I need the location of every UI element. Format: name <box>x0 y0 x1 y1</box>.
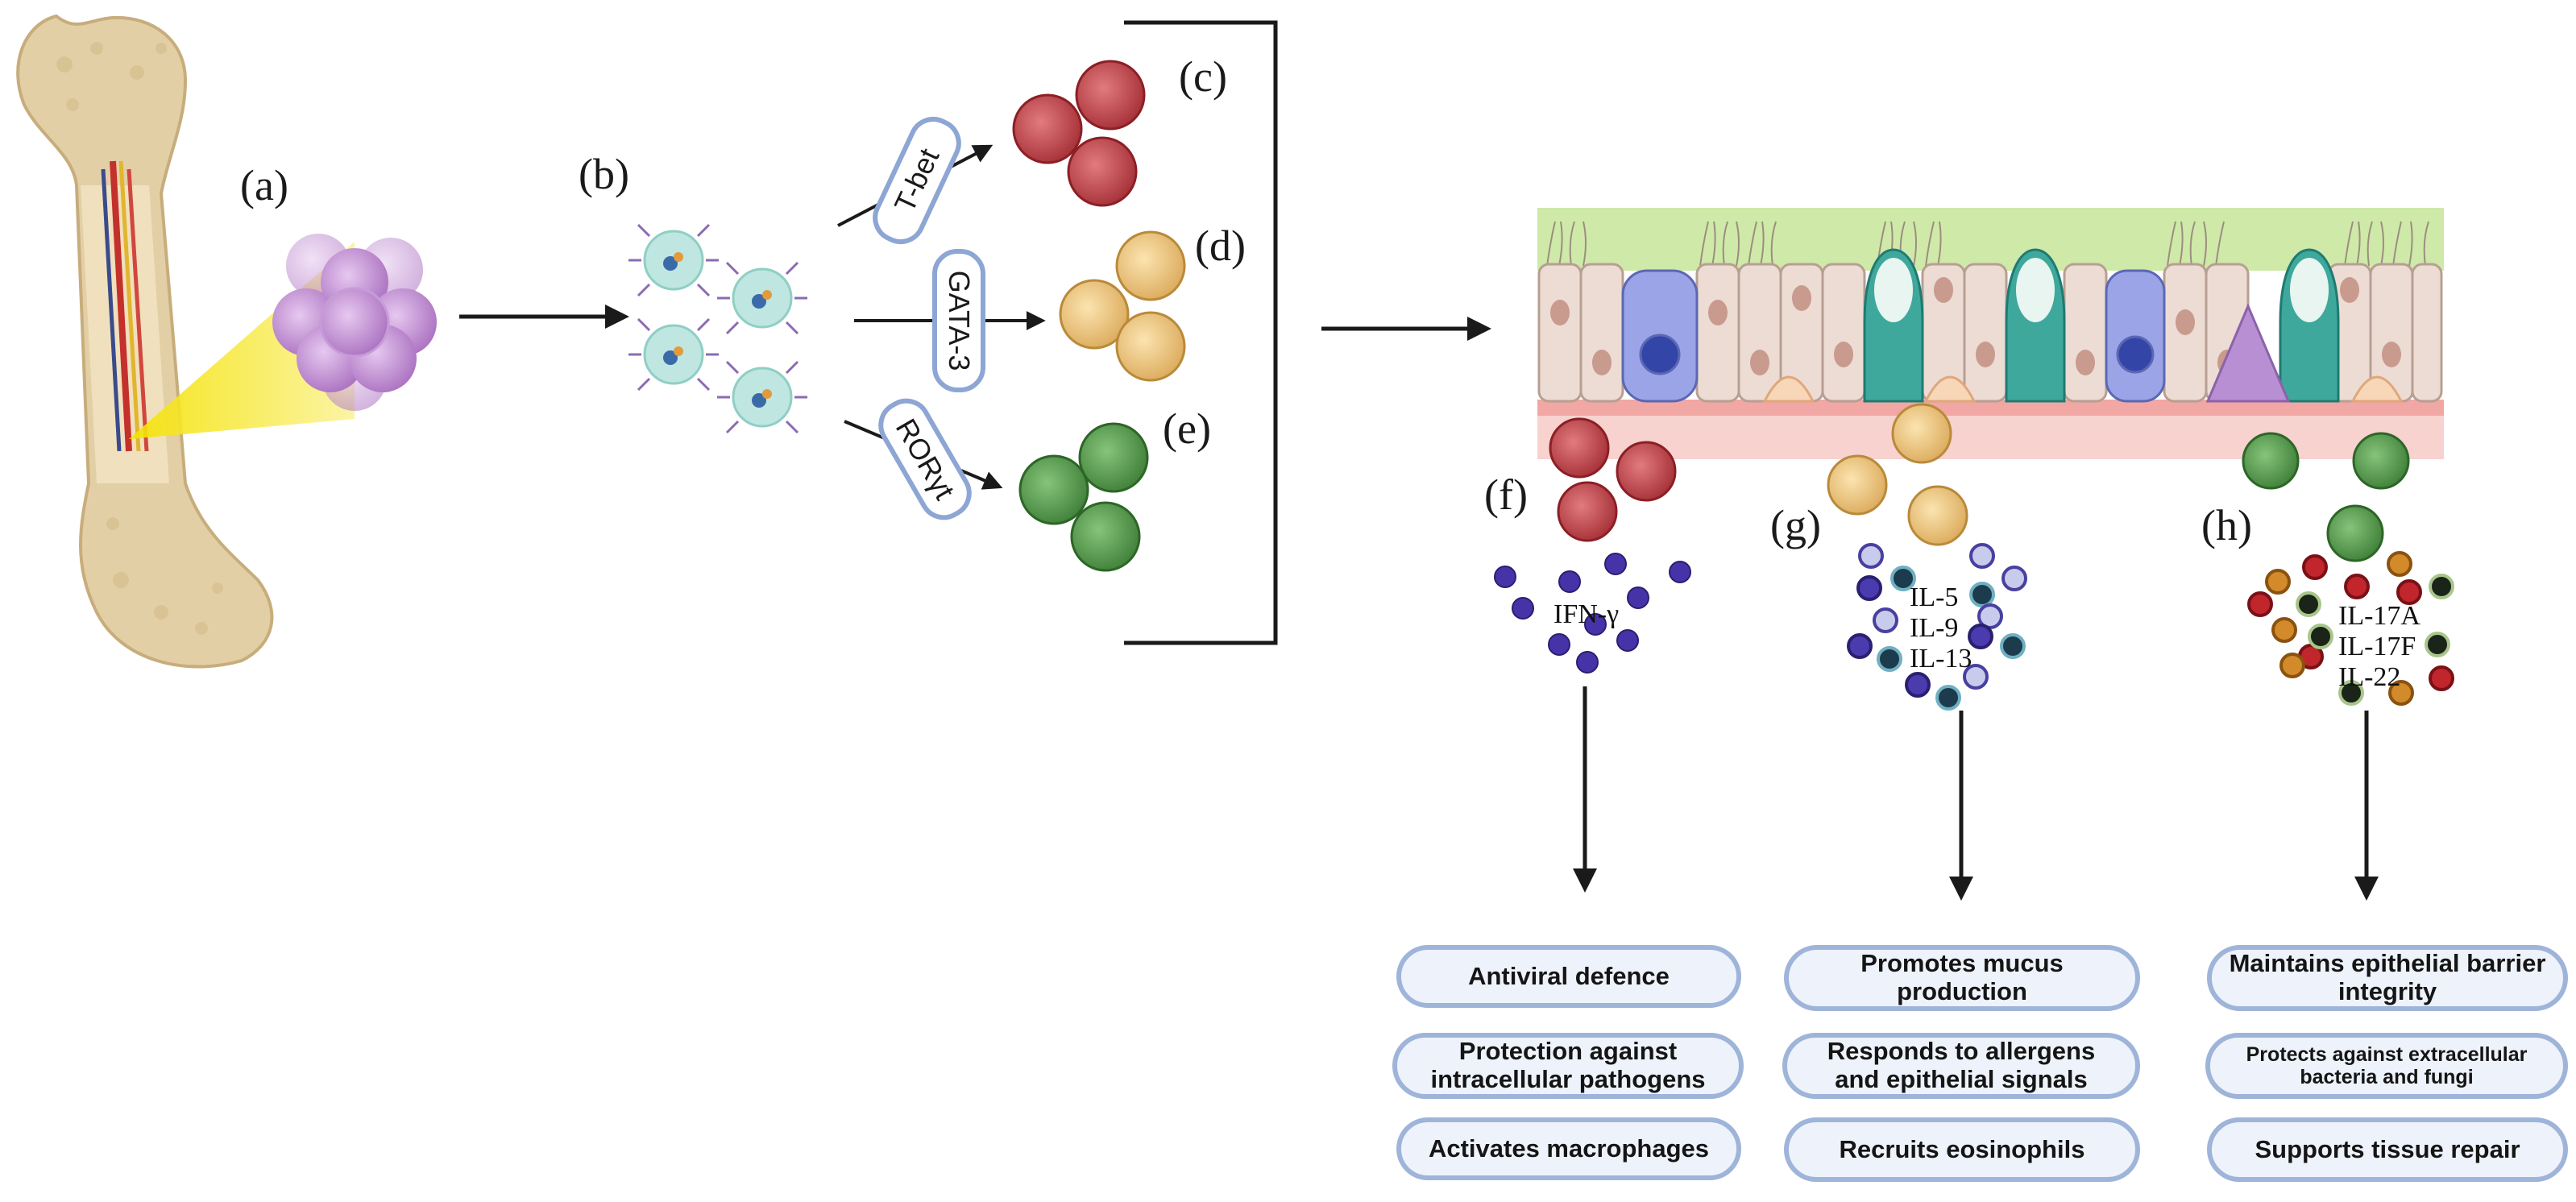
cytokine-il5: IL-5 <box>1910 582 1958 612</box>
tbet-label: T-bet <box>873 117 961 244</box>
cilia <box>1546 221 2429 267</box>
tuft-cells <box>1621 269 2166 403</box>
panel-label-b: (b) <box>579 150 629 198</box>
function-allergen-response: Responds to allergens and epithelial sig… <box>1782 1033 2140 1099</box>
function-extracellular-protection: Protects against extracellular bacteria … <box>2205 1033 2568 1099</box>
function-antiviral-defence: Antiviral defence <box>1396 945 1741 1008</box>
ifn-gamma-molecules <box>1494 553 1691 674</box>
rorgt-label: RORγt <box>878 398 972 520</box>
type2-cytokine-molecules <box>1847 543 2027 711</box>
cytokine-il13: IL-13 <box>1910 644 1972 674</box>
ilc2-cells-in-tissue <box>1827 403 1968 546</box>
gata3-label: GATA-3 <box>932 249 985 392</box>
ilc1-cell-cluster <box>1012 60 1146 207</box>
function-tissue-repair: Supports tissue repair <box>2207 1117 2568 1182</box>
function-activates-macrophages: Activates macrophages <box>1396 1117 1741 1180</box>
basal-cells <box>1762 375 2404 403</box>
columnar-cells <box>1537 263 2443 403</box>
cytokine-il22: IL-22 <box>2338 662 2400 692</box>
ilc3-cells-in-tissue <box>2242 432 2410 562</box>
ilc1-cells-in-tissue <box>1549 417 1677 542</box>
cytokine-il17f: IL-17F <box>2338 632 2416 661</box>
ilc3-cell-cluster <box>1018 422 1149 572</box>
function-intracellular-protection: Protection against intracellular pathoge… <box>1392 1033 1744 1099</box>
panel-label-f: (f) <box>1484 470 1528 519</box>
cytokine-il9: IL-9 <box>1910 613 1958 643</box>
precursor-cells <box>628 223 807 434</box>
enteroendocrine-cell <box>2205 303 2291 403</box>
cytokine-il17a: IL-17A <box>2338 601 2420 631</box>
function-barrier-integrity: Maintains epithelial barrier integrity <box>2207 945 2568 1011</box>
panel-label-e: (e) <box>1163 404 1211 453</box>
panel-label-a: (a) <box>240 161 288 209</box>
panel-label-h: (h) <box>2201 501 2252 549</box>
panel-label-g: (g) <box>1770 501 1821 549</box>
cytokine-ifn-gamma: IFN-γ <box>1553 599 1619 629</box>
panel-label-c: (c) <box>1179 52 1227 101</box>
ilc2-cell-cluster <box>1059 230 1186 382</box>
function-recruits-eosinophils: Recruits eosinophils <box>1784 1117 2140 1182</box>
progenitor-cell-cluster <box>272 234 437 411</box>
epithelial-layer <box>1537 208 2444 459</box>
svg-text:GATA-3: GATA-3 <box>943 271 976 371</box>
bone-illustration <box>16 14 274 669</box>
bracket <box>1124 20 1278 645</box>
goblet-mucus <box>1874 258 2329 322</box>
function-mucus-production: Promotes mucus production <box>1784 945 2140 1011</box>
panel-label-d: (d) <box>1195 222 1246 270</box>
type3-cytokine-molecules <box>2247 551 2454 706</box>
